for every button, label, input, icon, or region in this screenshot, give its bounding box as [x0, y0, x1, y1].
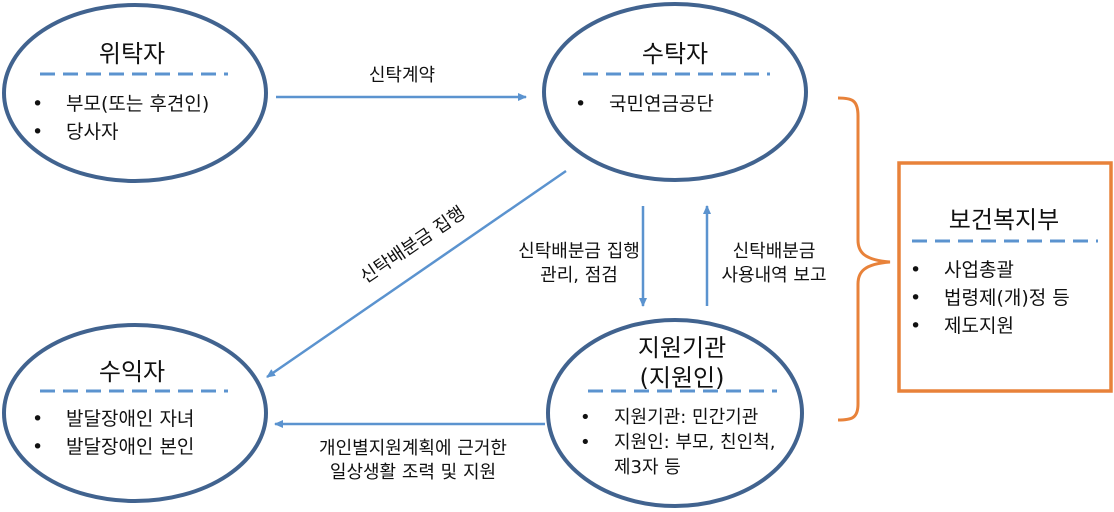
list-item: 법령제(개)정 등 — [910, 284, 1070, 312]
list-item: 지원인: 부모, 친인척, — [580, 430, 775, 455]
support-title: 지원기관 (지원인) — [638, 333, 726, 393]
list-item: 당사자 — [32, 118, 209, 146]
daily-label: 개인별지원계획에 근거한 일상생활 조력 및 지원 — [319, 437, 507, 485]
daily-label-line2: 일상생활 조력 및 지원 — [329, 462, 497, 483]
contract-label: 신탁계약 — [368, 65, 436, 86]
entruster-title: 위탁자 — [98, 40, 166, 68]
list-item: 발달장애인 본인 — [32, 433, 194, 461]
ministry-list: 사업총괄 법령제(개)정 등 제도지원 — [910, 256, 1070, 340]
manage-label-line2: 관리, 점검 — [540, 265, 618, 286]
list-item: 발달장애인 자녀 — [32, 405, 194, 433]
list-item: 부모(또는 후견인) — [32, 90, 209, 118]
manage-label: 신탁배분금 집행 관리, 점검 — [518, 240, 640, 288]
ministry-title: 보건복지부 — [948, 206, 1060, 234]
report-label-line1: 신탁배분금 — [732, 241, 816, 262]
list-item: 제도지원 — [910, 312, 1070, 340]
list-item-continuation: 제3자 등 — [614, 457, 681, 478]
manage-label-line1: 신탁배분금 집행 — [518, 241, 640, 262]
beneficiary-list: 발달장애인 자녀 발달장애인 본인 — [32, 405, 194, 461]
entruster-list: 부모(또는 후견인) 당사자 — [32, 90, 209, 146]
beneficiary-title: 수익자 — [98, 358, 166, 386]
execution-arrow — [266, 169, 567, 379]
report-label-line2: 사용내역 보고 — [721, 265, 827, 286]
list-item: 사업총괄 — [910, 256, 1070, 284]
support-title-line1: 지원기관 — [637, 334, 727, 362]
daily-label-line1: 개인별지원계획에 근거한 — [319, 438, 507, 459]
support-title-line2: (지원인) — [639, 364, 725, 392]
trustee-list: 국민연금공단 — [575, 90, 714, 118]
list-item: 지원기관: 민간기관 — [580, 405, 775, 430]
trustee-title: 수탁자 — [641, 40, 709, 68]
support-list: 지원기관: 민간기관 지원인: 부모, 친인척, 제3자 등 — [580, 405, 775, 480]
list-item: 국민연금공단 — [575, 90, 714, 118]
list-item: 제3자 등 — [580, 455, 775, 480]
brace-shape — [837, 96, 891, 422]
report-label: 신탁배분금 사용내역 보고 — [721, 240, 826, 288]
